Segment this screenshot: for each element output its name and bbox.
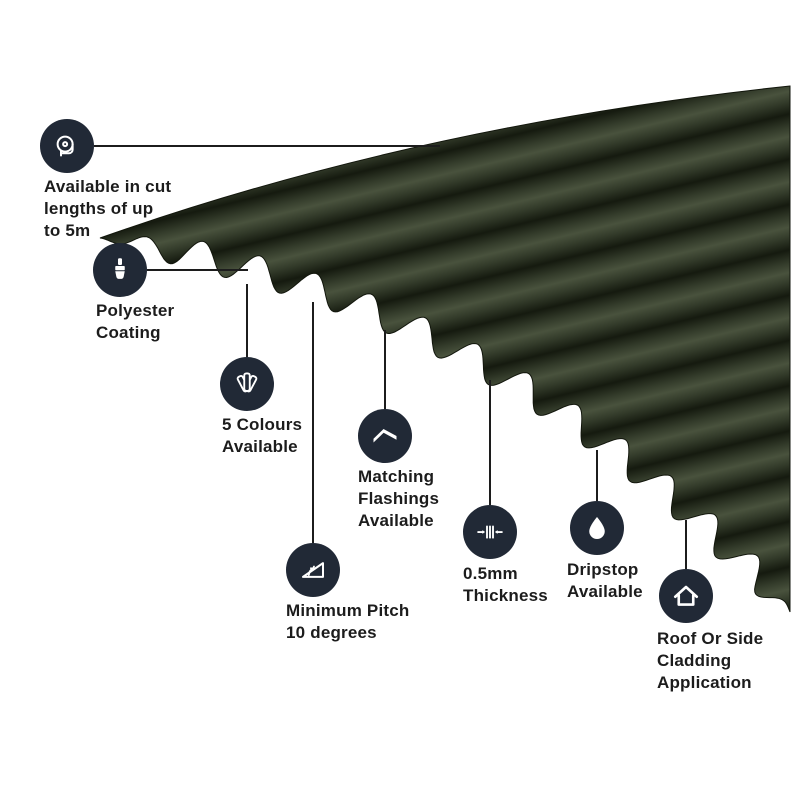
- thickness-gauge-icon: [463, 505, 517, 559]
- house-icon: [659, 569, 713, 623]
- colour-swatch-icon: [220, 357, 274, 411]
- callout-lines: [94, 145, 687, 569]
- feature-label-thickness: 0.5mm Thickness: [463, 564, 548, 605]
- pitch-angle-icon: [286, 543, 340, 597]
- feature-label-minimum-pitch: Minimum Pitch 10 degrees: [286, 601, 410, 642]
- droplet-icon: [570, 501, 624, 555]
- feature-label-five-colours: 5 Colours Available: [222, 415, 303, 456]
- paintbrush-icon: [93, 243, 147, 297]
- feature-label-dripstop: Dripstop Available: [567, 560, 643, 601]
- feature-label-matching-flashings: Matching Flashings Available: [358, 467, 440, 530]
- feature-label-cladding-application: Roof Or Side Cladding Application: [657, 629, 764, 692]
- flashing-sheet-icon: [358, 409, 412, 463]
- feature-label-cut-lengths: Available in cut lengths of up to 5m: [44, 177, 172, 240]
- feature-label-polyester-coating: Polyester Coating: [96, 301, 175, 342]
- tape-measure-icon: [40, 119, 94, 173]
